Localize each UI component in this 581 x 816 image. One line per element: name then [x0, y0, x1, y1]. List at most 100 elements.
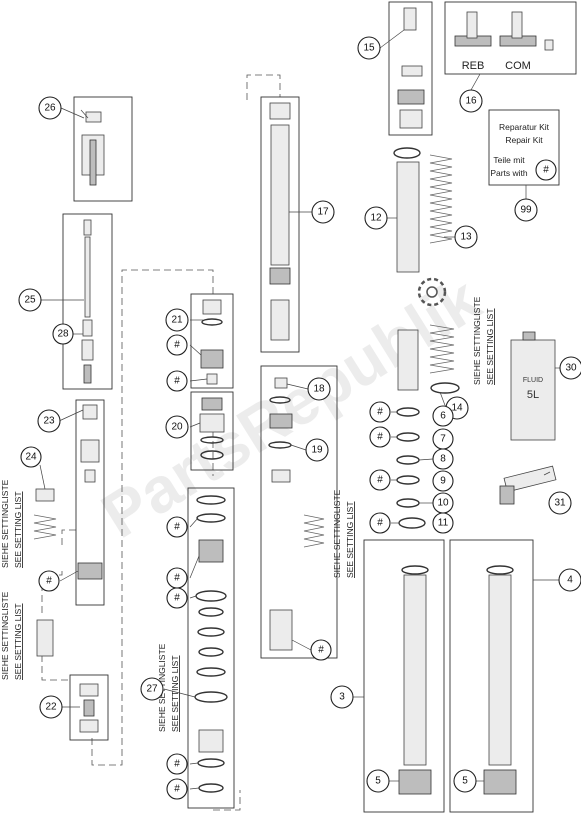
box-99-frame	[488, 109, 560, 186]
svg-text:SIEHE SETTINGLISTE: SIEHE SETTINGLISTE	[0, 479, 10, 568]
setting-label-left-top: SIEHE SETTINGLISTE SEE SETTING LIST	[0, 479, 23, 568]
callout-5-right: 5	[453, 769, 477, 793]
callout-25: 25	[18, 288, 42, 312]
svg-text:24: 24	[25, 452, 37, 463]
callout-5-left: 5	[366, 769, 390, 793]
setting-label-left-bottom: SIEHE SETTINGLISTE SEE SETTING LIST	[0, 591, 23, 680]
svg-text:SEE SETTING LIST: SEE SETTING LIST	[13, 603, 23, 680]
part-3-inner-tube	[398, 565, 432, 795]
svg-text:4: 4	[567, 575, 573, 586]
svg-text:#: #	[377, 518, 383, 529]
svg-text:27: 27	[146, 684, 158, 695]
callout-21: 21	[165, 308, 189, 332]
box-22-frame	[69, 674, 109, 741]
svg-text:18: 18	[313, 384, 325, 395]
box-3-frame	[363, 539, 445, 813]
box-25-frame	[62, 213, 113, 390]
callout-10: 10	[432, 492, 454, 514]
callout-28: 28	[52, 323, 74, 345]
part-13-spring	[429, 154, 453, 244]
callout-27: 27	[140, 677, 164, 701]
box-27-frame	[187, 487, 235, 809]
svg-text:6: 6	[440, 411, 446, 422]
svg-text:31: 31	[554, 498, 566, 509]
setting-label-box-18: SIEHE SETTINGLISTE SEE SETTING LIST	[332, 489, 355, 578]
part-31-grease-tube	[499, 465, 557, 505]
svg-text:23: 23	[43, 416, 55, 427]
svg-text:#: #	[377, 475, 383, 486]
box-23-frame	[75, 399, 105, 606]
svg-text:17: 17	[317, 207, 329, 218]
callout-26: 26	[38, 96, 62, 120]
svg-text:SEE SETTING LIST: SEE SETTING LIST	[170, 655, 180, 732]
svg-text:15: 15	[363, 43, 375, 54]
callout-9: 9	[432, 470, 454, 492]
svg-text:#: #	[174, 340, 180, 351]
callout-15: 15	[357, 36, 381, 60]
box-16-frame	[444, 1, 577, 75]
callout-8: 8	[432, 448, 454, 470]
callout-11: 11	[432, 512, 454, 534]
callout-hash-9: #	[369, 469, 391, 491]
svg-text:21: 21	[171, 315, 183, 326]
svg-text:26: 26	[44, 103, 56, 114]
can-label-1: FLUID	[523, 377, 543, 384]
callout-24: 24	[20, 446, 42, 468]
svg-text:SIEHE SETTINGLISTE: SIEHE SETTINGLISTE	[472, 296, 482, 385]
can-label-2: 5L	[527, 389, 539, 401]
part-27-valve-stack	[194, 495, 228, 793]
part-24-spring-stack	[33, 488, 57, 657]
part-15-fork-cap	[397, 7, 425, 129]
svg-text:14: 14	[451, 403, 463, 414]
part-16-adjusters	[454, 11, 554, 51]
repair-kit-en: Repair Kit	[505, 135, 543, 145]
callout-hash-27b: #	[166, 567, 188, 589]
parts-with-en: Parts with	[490, 168, 528, 178]
callout-hash-11: #	[369, 512, 391, 534]
watermark-text: PartsRepublik	[89, 263, 492, 552]
part-12-outer-tube	[393, 147, 421, 273]
callout-hash-99: #	[535, 159, 557, 181]
part-25-damping-rod	[81, 219, 94, 384]
callout-18: 18	[307, 377, 331, 401]
callout-31: 31	[548, 491, 572, 515]
setting-label-spring: SIEHE SETTINGLISTE SEE SETTING LIST	[472, 296, 495, 385]
part-22-valve	[79, 683, 99, 733]
svg-text:16: 16	[465, 96, 477, 107]
svg-text:7: 7	[440, 434, 446, 445]
callout-hash-27c: #	[166, 587, 188, 609]
svg-text:22: 22	[45, 702, 57, 713]
callout-23: 23	[37, 409, 61, 433]
part-20-valve-body	[199, 397, 225, 460]
svg-text:SEE SETTING LIST: SEE SETTING LIST	[345, 501, 355, 578]
svg-text:#: #	[543, 165, 549, 176]
callout-6: 6	[432, 405, 454, 427]
svg-text:20: 20	[171, 422, 183, 433]
part-slider-bushings	[396, 324, 460, 529]
svg-text:10: 10	[437, 498, 449, 509]
callout-20: 20	[165, 415, 189, 439]
svg-text:30: 30	[565, 363, 577, 374]
svg-text:#: #	[377, 432, 383, 443]
box-21-frame	[190, 293, 234, 389]
svg-text:SEE SETTING LIST: SEE SETTING LIST	[485, 308, 495, 385]
box-15-frame	[388, 1, 433, 136]
svg-text:#: #	[174, 593, 180, 604]
callout-hash-21b: #	[166, 370, 188, 392]
callout-22: 22	[39, 695, 63, 719]
part-21-compression-valve	[200, 299, 224, 385]
callout-19: 19	[305, 438, 329, 462]
callout-13: 13	[454, 225, 478, 249]
callout-12: 12	[364, 206, 388, 230]
svg-text:SIEHE SETTINGLISTE: SIEHE SETTINGLISTE	[0, 591, 10, 680]
callout-16: 16	[459, 89, 483, 113]
callout-hash-27d: #	[166, 753, 188, 775]
callout-hash-6: #	[369, 401, 391, 423]
callout-3: 3	[330, 685, 354, 709]
svg-text:#: #	[174, 376, 180, 387]
svg-text:#: #	[377, 407, 383, 418]
svg-text:9: 9	[440, 476, 446, 487]
svg-text:25: 25	[24, 295, 36, 306]
part-23-cartridge-parts	[77, 404, 103, 580]
part-30-fluid-can	[510, 331, 556, 441]
